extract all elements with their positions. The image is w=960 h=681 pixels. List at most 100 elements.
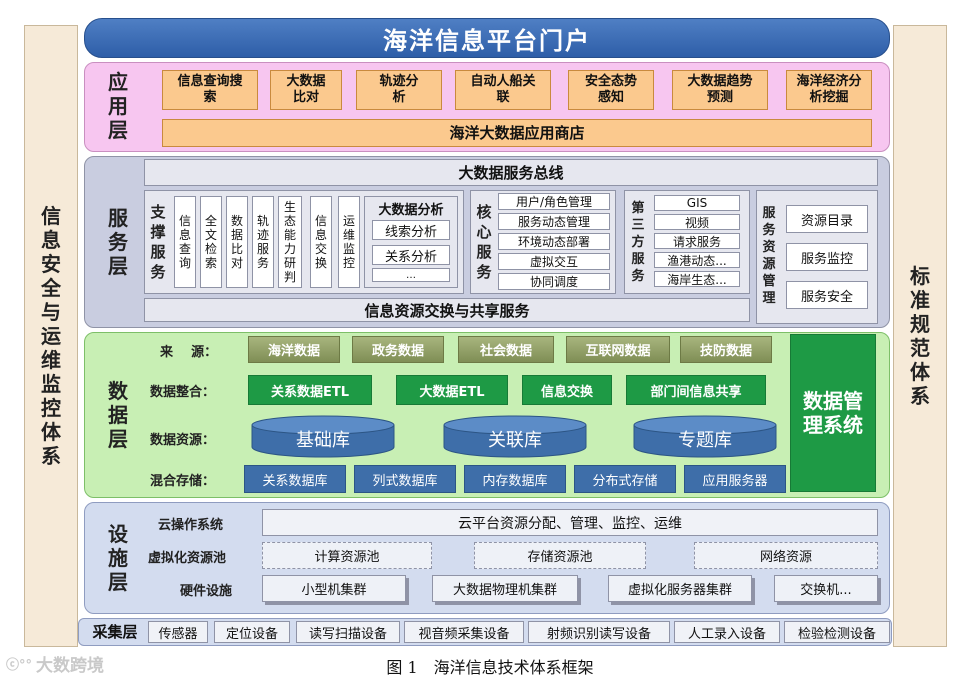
support-services-title: 支撑服务 xyxy=(146,196,170,288)
support-item-label: 信息交换 xyxy=(314,214,327,270)
analysis-item: 线索分析 xyxy=(372,220,450,240)
support-item-label: 全文检索 xyxy=(204,214,217,270)
standards-pillar-label: 标准规范体系 xyxy=(910,264,930,408)
database-cylinder-thematic: 专题库 xyxy=(632,414,778,458)
data-management-system: 数据管理系统 xyxy=(790,334,876,492)
support-item: 运维监控 xyxy=(338,196,360,288)
support-item-label: 信息查询 xyxy=(178,214,191,270)
app-item: 信息查询搜索 xyxy=(162,70,258,110)
collection-item: 视音频采集设备 xyxy=(404,621,524,643)
support-item: 信息交换 xyxy=(310,196,332,288)
security-ops-pillar-label: 信息安全与运维监控体系 xyxy=(41,204,61,468)
source-item: 技防数据 xyxy=(680,336,772,363)
integration-item: 关系数据ETL xyxy=(248,375,372,405)
resource-label: 数据资源： xyxy=(150,432,216,448)
database-label: 关联库 xyxy=(488,430,542,451)
database-label: 基础库 xyxy=(296,430,350,451)
resource-mgmt-item: 服务安全 xyxy=(786,281,868,309)
figure-caption: 图 1 海洋信息技术体系框架 xyxy=(386,658,594,677)
analysis-item: … xyxy=(372,268,450,282)
third-party-item: GIS xyxy=(654,195,740,211)
source-item: 社会数据 xyxy=(458,336,554,363)
cloud-os-label: 云操作系统 xyxy=(158,517,224,533)
third-party-title-text: 第三方服务 xyxy=(631,200,645,284)
hardware-item: 交换机... xyxy=(774,575,878,602)
core-item: 用户/角色管理 xyxy=(498,193,610,210)
third-party-item: 请求服务 xyxy=(654,233,740,249)
watermark-text: 大数跨境 xyxy=(36,655,105,676)
database-icon xyxy=(251,415,395,458)
core-services-title: 核心服务 xyxy=(472,196,496,288)
hardware-item: 虚拟化服务器集群 xyxy=(608,575,752,602)
watermark: ⓒ°° 大数跨境 xyxy=(6,652,136,676)
database-label: 专题库 xyxy=(678,430,732,451)
support-item: 生态能力研判 xyxy=(278,196,302,288)
service-resource-mgmt-title: 服务资源管理 xyxy=(758,196,780,316)
storage-item: 分布式存储 xyxy=(574,465,676,493)
collection-item: 传感器 xyxy=(148,621,208,643)
integration-item: 部门间信息共享 xyxy=(626,375,766,405)
service-bus: 大数据服务总线 xyxy=(144,159,878,186)
database-cylinder-related: 关联库 xyxy=(442,414,588,458)
info-exchange-bar: 信息资源交换与共享服务 xyxy=(144,298,750,322)
infrastructure-layer-title: 设施层 xyxy=(98,506,138,610)
service-layer-title: 服务层 xyxy=(98,160,138,324)
support-item: 全文检索 xyxy=(200,196,222,288)
collection-item: 射频识别读写设备 xyxy=(528,621,670,643)
service-layer-title-text: 服务层 xyxy=(108,206,128,278)
hardware-label: 硬件设施 xyxy=(180,583,233,599)
third-party-item: 视频 xyxy=(654,214,740,230)
storage-item: 列式数据库 xyxy=(354,465,456,493)
support-item: 数据比对 xyxy=(226,196,248,288)
third-party-item: 渔港动态... xyxy=(654,252,740,268)
collection-item: 定位设备 xyxy=(214,621,290,643)
support-item-label: 生态能力研判 xyxy=(283,200,296,284)
application-layer-title-text: 应用层 xyxy=(108,70,128,142)
core-item: 服务动态管理 xyxy=(498,213,610,230)
storage-item: 应用服务器 xyxy=(684,465,786,493)
support-item: 信息查询 xyxy=(174,196,196,288)
collection-item: 检验检测设备 xyxy=(784,621,890,643)
hardware-item: 大数据物理机集群 xyxy=(432,575,578,602)
support-item-label: 运维监控 xyxy=(342,214,355,270)
storage-item: 关系数据库 xyxy=(244,465,346,493)
collection-layer-title: 采集层 xyxy=(92,623,138,641)
source-item: 互联网数据 xyxy=(566,336,670,363)
standards-pillar: 标准规范体系 xyxy=(893,25,947,647)
database-cylinder-basic: 基础库 xyxy=(250,414,396,458)
hardware-item: 小型机集群 xyxy=(262,575,406,602)
app-item: 大数据比对 xyxy=(270,70,342,110)
cloud-os-bar: 云平台资源分配、管理、监控、运维 xyxy=(262,509,878,536)
watermark-logo-icon: ⓒ°° xyxy=(6,657,33,673)
application-layer-title: 应用层 xyxy=(98,66,138,146)
support-services-title-text: 支撑服务 xyxy=(150,203,166,281)
infrastructure-layer-title-text: 设施层 xyxy=(108,522,128,594)
third-party-item: 海岸生态... xyxy=(654,271,740,287)
integration-item: 大数据ETL xyxy=(396,375,508,405)
analysis-item: 关系分析 xyxy=(372,245,450,265)
app-item: 自动人船关联 xyxy=(455,70,551,110)
collection-item: 读写扫描设备 xyxy=(296,621,400,643)
app-item: 海洋经济分析挖掘 xyxy=(786,70,872,110)
database-icon xyxy=(443,415,587,458)
support-item: 轨迹服务 xyxy=(252,196,274,288)
data-layer-title-text: 数据层 xyxy=(108,379,128,451)
portal-banner: 海洋信息平台门户 xyxy=(84,18,890,58)
virtual-pool-item: 计算资源池 xyxy=(262,542,432,569)
storage-item: 内存数据库 xyxy=(464,465,566,493)
app-item: 大数据趋势预测 xyxy=(672,70,768,110)
integration-label: 数据整合： xyxy=(150,384,216,400)
source-label: 来 源： xyxy=(160,344,218,360)
resource-mgmt-item: 服务监控 xyxy=(786,243,868,271)
integration-item: 信息交换 xyxy=(522,375,612,405)
storage-label: 混合存储： xyxy=(150,473,216,489)
resource-mgmt-item: 资源目录 xyxy=(786,205,868,233)
support-item-label: 轨迹服务 xyxy=(256,214,269,270)
core-item: 虚拟交互 xyxy=(498,253,610,270)
app-store-bar: 海洋大数据应用商店 xyxy=(162,119,872,147)
data-management-label: 数据管理系统 xyxy=(803,389,863,437)
collection-item: 人工录入设备 xyxy=(674,621,780,643)
core-item: 环境动态部署 xyxy=(498,233,610,250)
security-ops-pillar: 信息安全与运维监控体系 xyxy=(24,25,78,647)
service-resource-mgmt-title-text: 服务资源管理 xyxy=(762,206,776,306)
